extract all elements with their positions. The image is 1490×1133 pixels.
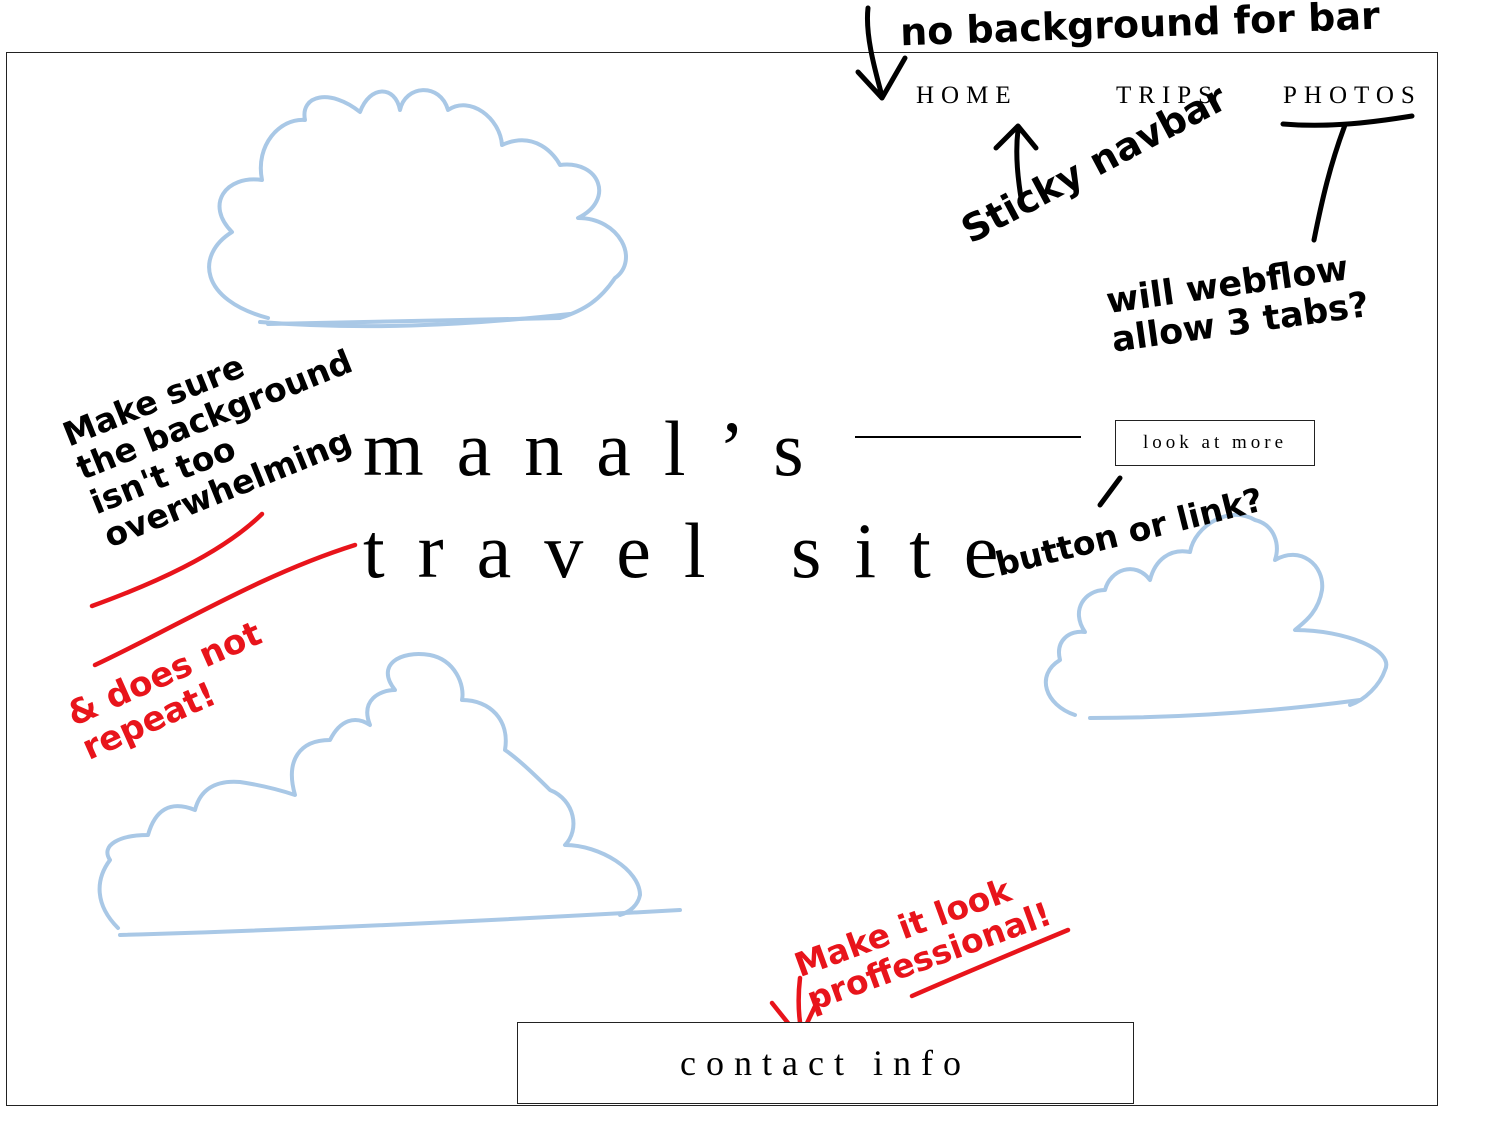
cloud-right: [1043, 512, 1389, 717]
look-at-more-button[interactable]: look at more: [1115, 420, 1315, 466]
underline-red-2: [92, 542, 358, 668]
pointer-line-photos: [1311, 122, 1348, 243]
cloud-bottom-left: [97, 652, 642, 930]
title-divider: [855, 436, 1081, 438]
underline-red-3: [909, 927, 1071, 999]
site-title-line-2: travel site: [363, 507, 1032, 594]
arrow-down-icon: [855, 5, 908, 101]
underline-red-1: [89, 511, 265, 609]
arrow-up-icon: [993, 123, 1039, 207]
underline-photos: [1280, 113, 1415, 128]
contact-info-button[interactable]: contact info: [517, 1022, 1134, 1104]
nav-link-trips[interactable]: TRIPS: [1116, 82, 1220, 109]
site-title-line-1: manal’s: [363, 405, 837, 492]
pointer-line-button: [1097, 475, 1123, 508]
nav-link-photos[interactable]: PHOTOS: [1283, 82, 1422, 109]
nav-link-home[interactable]: HOME: [916, 82, 1018, 109]
cloud-top-left: [207, 88, 628, 326]
page-frame: [6, 52, 1438, 1106]
